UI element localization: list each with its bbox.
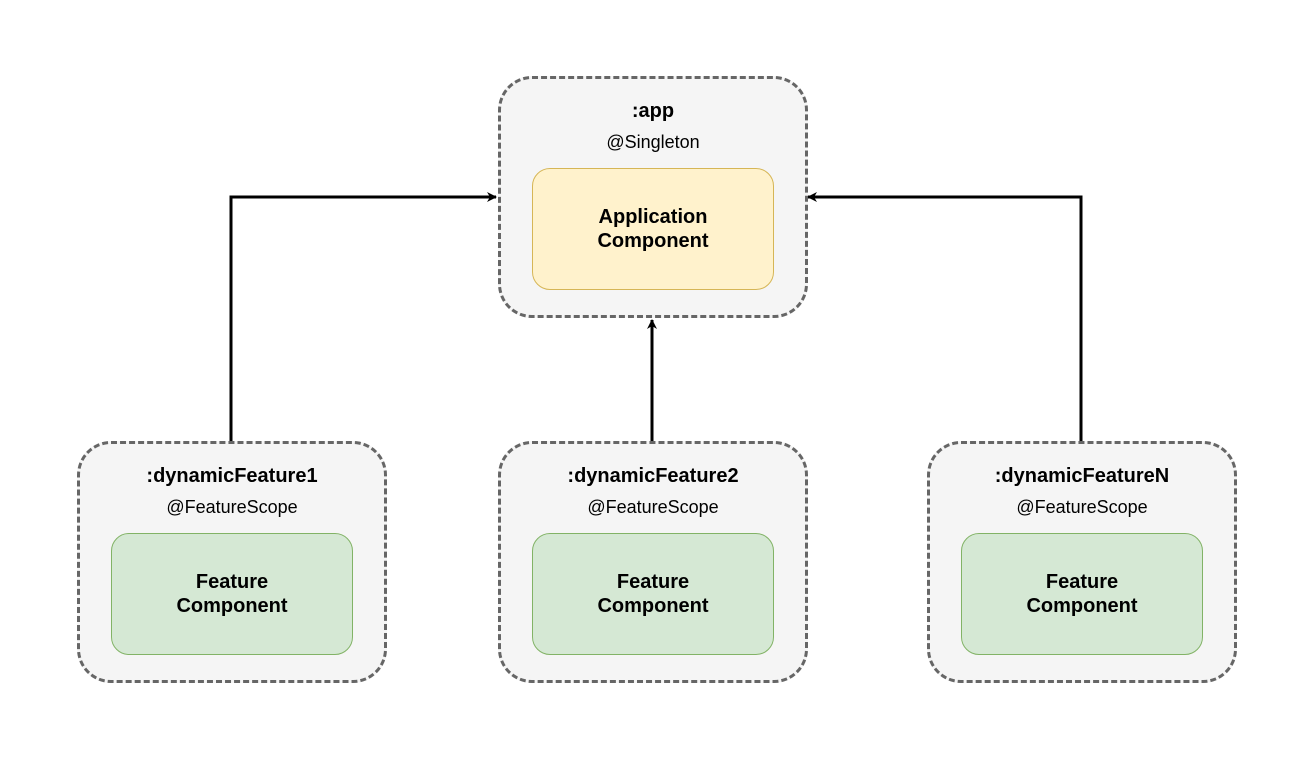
feature-component-1: Feature Component: [111, 533, 353, 655]
app-module-title: :app: [631, 100, 675, 122]
application-component-label: Application Component: [597, 206, 709, 252]
feature-component-n-label: Feature Component: [1026, 571, 1138, 617]
feature-component-n: Feature Component: [961, 533, 1203, 655]
feature-module-2-title: :dynamicFeature2: [567, 465, 739, 487]
feature-component-1-label: Feature Component: [176, 571, 288, 617]
feature-module-2: :dynamicFeature2 @FeatureScope Feature C…: [498, 441, 808, 683]
arrow-featureN-to-app: [807, 192, 1083, 441]
feature-module-n-scope: @FeatureScope: [1016, 497, 1148, 517]
application-component: Application Component: [532, 168, 774, 290]
app-module-scope: @Singleton: [606, 132, 700, 152]
feature-component-2: Feature Component: [532, 533, 774, 655]
feature-module-1-scope: @FeatureScope: [166, 497, 298, 517]
app-module: :app @Singleton Application Component: [498, 76, 808, 318]
arrow-feature1-to-app: [229, 192, 497, 441]
feature-module-n: :dynamicFeatureN @FeatureScope Feature C…: [927, 441, 1237, 683]
feature-module-2-scope: @FeatureScope: [587, 497, 719, 517]
feature-module-1-title: :dynamicFeature1: [146, 465, 318, 487]
feature-component-2-label: Feature Component: [597, 571, 709, 617]
feature-module-n-title: :dynamicFeatureN: [994, 465, 1170, 487]
feature-module-1: :dynamicFeature1 @FeatureScope Feature C…: [77, 441, 387, 683]
